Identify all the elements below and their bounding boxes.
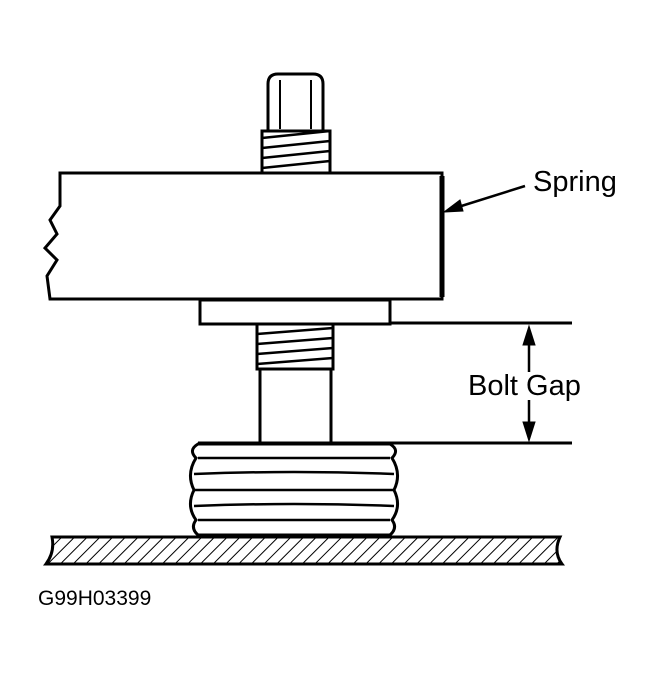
bumper <box>189 442 399 537</box>
bolt-gap-dimension-arrow <box>522 324 536 443</box>
spring-block <box>42 171 444 301</box>
spring-leader-arrow <box>442 184 526 213</box>
washer <box>198 298 392 326</box>
spring-label: Spring <box>533 166 617 198</box>
bolt-shank <box>258 367 333 446</box>
bolt-thread-lower <box>255 322 335 371</box>
bolt-top <box>260 72 332 175</box>
figure-id-label: G99H03399 <box>38 587 151 610</box>
bolt-gap-label: Bolt Gap <box>468 370 581 402</box>
frame-hatched-base <box>43 535 565 566</box>
